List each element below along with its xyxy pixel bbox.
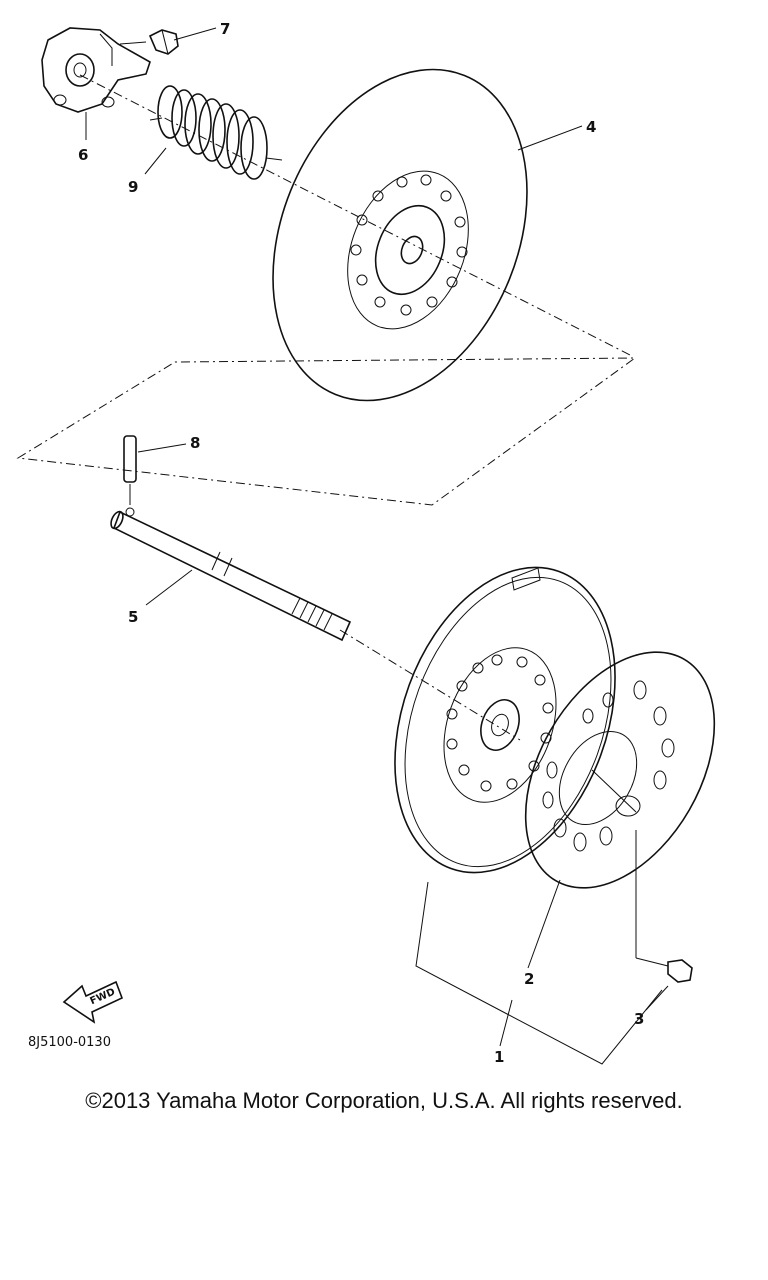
center-axis-line [79, 74, 631, 356]
callout-8: 8 [190, 434, 200, 452]
part-1-fixed-sheave [394, 566, 616, 874]
callout-1: 1 [494, 1048, 504, 1066]
assembly-bracket [415, 881, 663, 1065]
part-7-weight [148, 29, 179, 55]
part-6-cam-arm [41, 27, 151, 113]
part-9-spring [149, 85, 283, 180]
part-8-pin [123, 435, 137, 505]
fwd-arrow-icon: FWD [62, 980, 124, 1024]
callout-9: 9 [128, 178, 138, 196]
callout-7: 7 [220, 20, 230, 38]
part-3-bolt [635, 830, 693, 983]
shaft-axis-line [339, 629, 521, 741]
callout-5: 5 [128, 608, 138, 626]
part-2-plate [524, 651, 716, 889]
part-4-movable-sheave [272, 68, 528, 402]
callout-2: 2 [524, 970, 534, 988]
callout-6: 6 [78, 146, 88, 164]
assembly-outline [16, 357, 637, 506]
drawing-code: 8J5100-0130 [28, 1035, 111, 1050]
callout-3: 3 [634, 1010, 644, 1028]
callout-4: 4 [586, 118, 596, 136]
leader-lines [85, 27, 669, 1047]
copyright-notice: ©2013 Yamaha Motor Corporation, U.S.A. A… [85, 1088, 683, 1113]
part-5-shaft [110, 507, 352, 642]
exploded-parts-diagram: 7 6 9 4 8 5 2 3 1 FWD 8J5100-0130 [16, 20, 716, 1066]
svg-text:FWD: FWD [89, 987, 117, 1008]
